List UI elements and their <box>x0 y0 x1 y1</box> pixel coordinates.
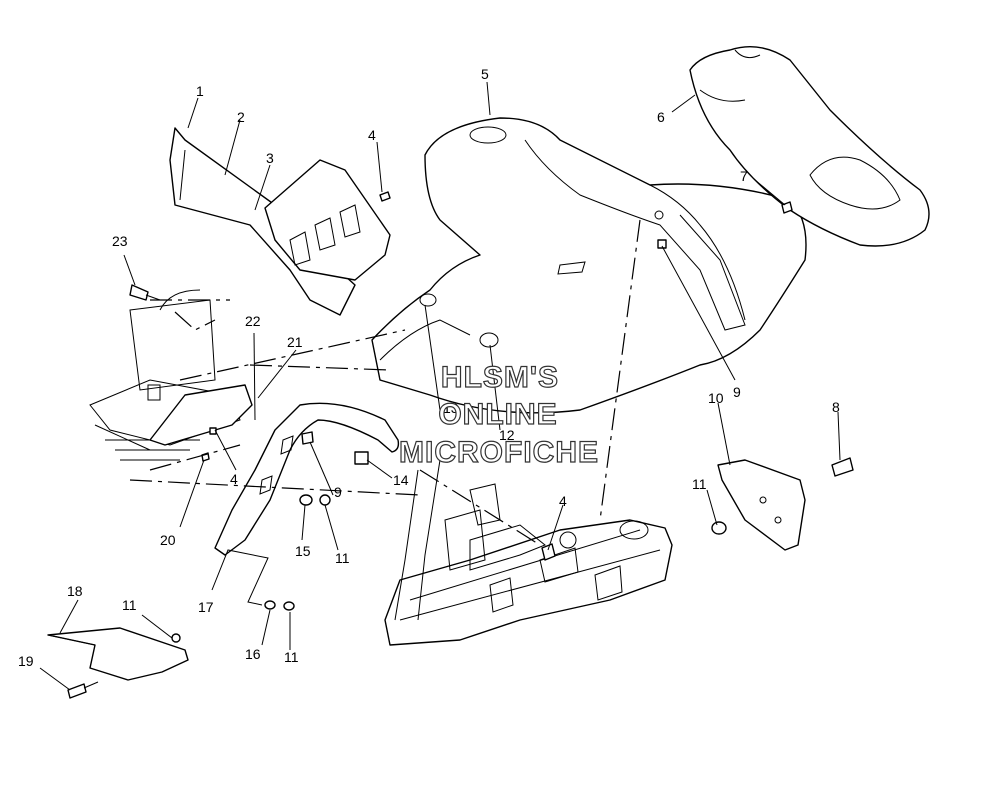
left-footrest-guard <box>264 159 391 281</box>
callout-21: 21 <box>287 334 303 350</box>
callout-18: 18 <box>67 583 83 599</box>
callout-12: 12 <box>499 427 515 443</box>
callout-10: 10 <box>708 390 724 406</box>
callout-11d: 11 <box>122 597 137 613</box>
callout-11c: 11 <box>284 649 299 665</box>
callout-22: 22 <box>245 313 261 329</box>
watermark-line-3: MICROFICHE <box>399 436 599 469</box>
callout-11b: 11 <box>335 550 350 566</box>
callout-7: 7 <box>740 168 748 184</box>
callout-4b: 4 <box>230 471 238 487</box>
frame-chassis <box>384 459 673 646</box>
callout-6: 6 <box>657 109 665 125</box>
fender-top-cover <box>689 45 930 247</box>
callout-13: 13 <box>443 400 459 416</box>
watermark-line-1: HLSM'S <box>441 361 559 394</box>
callout-15: 15 <box>295 543 311 559</box>
fasteners <box>67 191 854 699</box>
fender-flare <box>214 402 400 556</box>
watermark: HLSM'S ONLINE MICROFICHE <box>398 360 599 469</box>
callout-14: 14 <box>393 472 409 488</box>
callout-1: 1 <box>196 83 204 99</box>
leader-lines <box>39 81 841 691</box>
callout-8: 8 <box>832 399 840 415</box>
front-fender <box>371 117 807 414</box>
right-bracket-plate <box>717 459 806 551</box>
callout-4c: 4 <box>559 493 567 509</box>
watermark-line-2: ONLINE <box>438 398 557 431</box>
mudflap-bracket <box>149 384 253 446</box>
callout-5: 5 <box>481 66 489 82</box>
callout-19: 19 <box>18 653 34 669</box>
skid-plate <box>47 627 189 681</box>
callout-20: 20 <box>160 532 176 548</box>
callout-9a: 9 <box>733 384 741 400</box>
callout-3: 3 <box>266 150 274 166</box>
callout-2: 2 <box>237 109 245 125</box>
callout-4a: 4 <box>368 127 376 143</box>
callout-11a: 11 <box>692 476 707 492</box>
callout-17: 17 <box>198 599 214 615</box>
callout-9b: 9 <box>334 484 342 500</box>
callout-23: 23 <box>112 233 128 249</box>
callout-labels: 1 2 3 4 5 6 7 9 8 10 11 12 13 4 14 9 4 1… <box>18 66 840 669</box>
callout-16: 16 <box>245 646 261 662</box>
